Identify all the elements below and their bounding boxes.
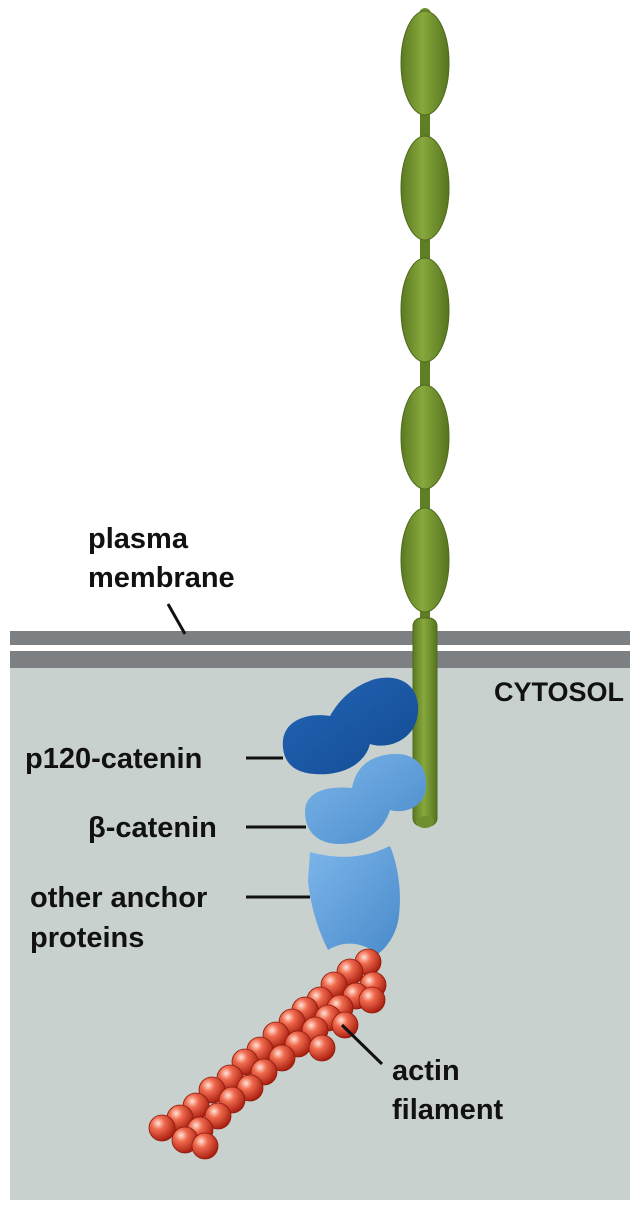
actin-filament: [148, 948, 387, 1160]
anchor-proteins-shape: [308, 846, 400, 954]
p120-catenin-shape: [282, 677, 419, 775]
actin-subunit: [358, 986, 386, 1014]
cadherin-protein: [400, 8, 450, 828]
anchor-proteins-label-line2: proteins: [30, 922, 144, 954]
actin-subunit: [308, 1034, 336, 1062]
actin-subunit: [191, 1132, 219, 1160]
anchor-proteins-label-line1: other anchor: [30, 882, 207, 914]
actin-subunit: [331, 1011, 359, 1039]
actin-subunit: [268, 1044, 296, 1072]
p120-catenin-label: p120-catenin: [25, 743, 202, 775]
plasma-membrane-label-line2: membrane: [88, 562, 235, 594]
plasma-membrane-leader: [166, 603, 187, 635]
beta-catenin-shape: [305, 753, 427, 844]
actin-subunit: [204, 1102, 232, 1130]
actin-filament-label-line1: actin: [392, 1055, 460, 1087]
actin-subunit: [148, 1114, 176, 1142]
plasma-membrane: [10, 631, 630, 668]
actin-filament-label-line2: filament: [392, 1094, 504, 1126]
actin-filament-leader: [340, 1023, 384, 1066]
plasma-membrane-label-line1: plasma: [88, 523, 189, 555]
beta-catenin-label: β-catenin: [88, 812, 217, 844]
cytosol-label: CYTOSOL: [494, 677, 624, 707]
